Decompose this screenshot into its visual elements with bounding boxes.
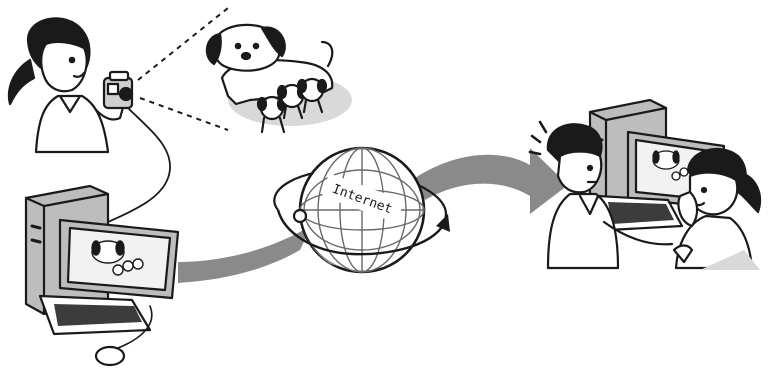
dog-tail (320, 40, 334, 68)
share-arrow (178, 148, 568, 283)
sender-computer (24, 184, 180, 367)
girl-mouth (72, 71, 86, 78)
dog-head (212, 23, 282, 72)
dog-ear-right (260, 26, 286, 58)
dog-ear-left (205, 32, 222, 66)
internet-globe: Internet (273, 146, 450, 274)
orbit-satellite-dot (292, 208, 308, 224)
boy-face (556, 150, 603, 194)
dog-nose (240, 51, 252, 61)
dog-eye-left (234, 42, 242, 50)
girl-face (40, 40, 88, 93)
camera-view-lines (137, 7, 229, 131)
sender-mouse (94, 345, 126, 367)
boy-figure (528, 120, 674, 270)
view-line-lower (139, 97, 229, 131)
boy-arm (602, 220, 674, 246)
child-girl-hands (677, 190, 699, 228)
receiver-shadow (700, 250, 760, 270)
receiver-scene (528, 98, 762, 270)
child-girl-ponytail (736, 170, 762, 214)
dog-with-puppies (205, 23, 352, 134)
sender-screen-dog-icon (91, 240, 144, 276)
orbit-arrowhead (436, 214, 450, 232)
camcorder-icon (102, 70, 134, 110)
boy-body (546, 192, 620, 270)
girl-with-camcorder (7, 17, 171, 223)
surprise-marks-icon (528, 120, 548, 156)
dog-eye-right (252, 42, 260, 50)
globe-orbit-front (276, 209, 448, 256)
puppy-3 (296, 77, 328, 114)
arrow-right-segment (415, 148, 568, 214)
girl-ponytail (7, 58, 36, 106)
girl-collar (58, 94, 82, 114)
girl-eye (68, 56, 76, 64)
girl-body (34, 94, 110, 154)
girl-arm (94, 102, 126, 121)
camcorder-cable (107, 107, 171, 223)
arrow-left-segment (178, 225, 312, 283)
